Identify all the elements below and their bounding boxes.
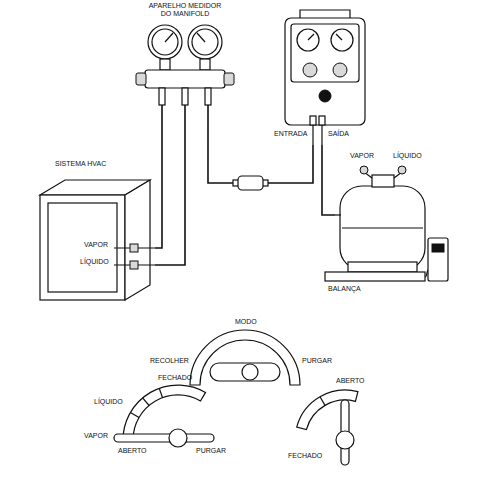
tank-valve — [360, 166, 368, 174]
part-label: ABERTO — [336, 377, 365, 385]
part-label: ABERTO — [118, 447, 147, 455]
machine-gauge — [331, 29, 353, 51]
part-label: FECHADO — [288, 452, 322, 460]
part-label: SAÍDA — [328, 130, 349, 138]
manifold-port — [205, 88, 211, 105]
hvac-side — [125, 180, 150, 300]
part-label: MODO — [235, 318, 257, 326]
part-label: APARELHO MEDIDOR DO MANIFOLD — [145, 2, 225, 19]
valve-knob: ABERTO FECHADO — [282, 372, 392, 472]
machine-knob — [333, 63, 347, 77]
hvac-front — [40, 195, 125, 300]
part-label: PURGAR — [302, 357, 332, 365]
knob-center — [169, 429, 187, 447]
part-label: SISTEMA HVAC — [55, 160, 106, 168]
gauge-needle — [197, 33, 205, 42]
manifold-port — [182, 88, 188, 105]
refrigerant-hose — [155, 105, 185, 265]
dial-tick — [130, 413, 139, 418]
part-label: FECHADO — [158, 374, 192, 382]
part-label: VAPOR — [350, 152, 374, 160]
manifold-valve — [224, 73, 234, 85]
gauge-needle — [165, 33, 173, 42]
scale-screen — [432, 244, 444, 252]
recovery-tank — [340, 186, 425, 270]
machine-gauge — [297, 29, 319, 51]
recovery-machine: ENTRADA SAÍDA — [265, 8, 370, 145]
manifold-gauge: APARELHO MEDIDOR DO MANIFOLD — [140, 0, 230, 105]
hose-stub — [321, 125, 322, 145]
part-label: PURGAR — [196, 447, 226, 455]
gauge-ring — [192, 29, 218, 55]
dial-tick — [143, 398, 150, 406]
service-valve — [130, 244, 138, 252]
gauge-needle — [336, 34, 342, 40]
part-label: LÍQUIDO — [94, 398, 123, 406]
knob-pointer — [114, 434, 214, 442]
dial-tick — [320, 397, 325, 406]
hose-stub — [312, 125, 313, 145]
part-label: BALANÇA — [328, 285, 361, 293]
gauge-needle — [308, 34, 314, 40]
dial-scale — [123, 385, 206, 440]
knob-pointer — [210, 363, 280, 381]
part-label: VAPOR — [84, 432, 108, 440]
service-valve — [130, 261, 138, 269]
machine-port — [319, 116, 325, 125]
machine-knob — [319, 90, 331, 102]
scale-display — [428, 238, 448, 281]
machine-handle — [300, 10, 350, 18]
refrigerant-hose — [155, 105, 162, 248]
recovery-machine — [285, 18, 365, 125]
weighing-scale: BALANÇA — [322, 270, 450, 298]
tank-foot — [348, 262, 417, 272]
machine-port — [310, 116, 316, 125]
manifold-body — [145, 70, 225, 88]
refrigerant-hose — [322, 145, 335, 215]
filter-drier — [238, 176, 263, 190]
tank-valve — [398, 166, 406, 174]
hvac-panel — [48, 203, 117, 292]
tank-neck — [372, 175, 394, 187]
gauge-dial — [148, 25, 182, 59]
dial-tick — [159, 388, 162, 397]
part-label: LÍQUIDO — [393, 152, 422, 160]
manifold-port — [159, 88, 165, 105]
part-label: ENTRADA — [274, 130, 307, 138]
scale-cable — [425, 270, 428, 277]
manifold-valve — [136, 73, 146, 85]
recovery-tank: VAPOR LÍQUIDO — [335, 150, 432, 272]
gauge-dial — [188, 25, 222, 59]
gauge-stem — [160, 59, 170, 70]
tank-seam — [342, 227, 423, 228]
machine-panel — [291, 24, 359, 82]
hose-stub — [335, 214, 341, 215]
knob-center — [242, 364, 258, 380]
gauge-stem — [200, 59, 210, 70]
machine-knob — [303, 63, 317, 77]
part-label: RECOLHER — [150, 357, 189, 365]
refrigerant-hose — [208, 105, 313, 183]
hvac-system: SISTEMA HVAC VAPOR LÍQUIDO — [40, 158, 155, 303]
part-label: VAPOR — [84, 241, 108, 249]
knob-center — [336, 431, 354, 449]
valve-knob: FECHADO LÍQUIDO VAPOR ABERTO PURGAR — [82, 370, 232, 462]
scale-platform — [325, 272, 425, 281]
gauge-ring — [152, 29, 178, 55]
part-label: LÍQUIDO — [80, 258, 109, 266]
dial-scale — [190, 330, 300, 385]
